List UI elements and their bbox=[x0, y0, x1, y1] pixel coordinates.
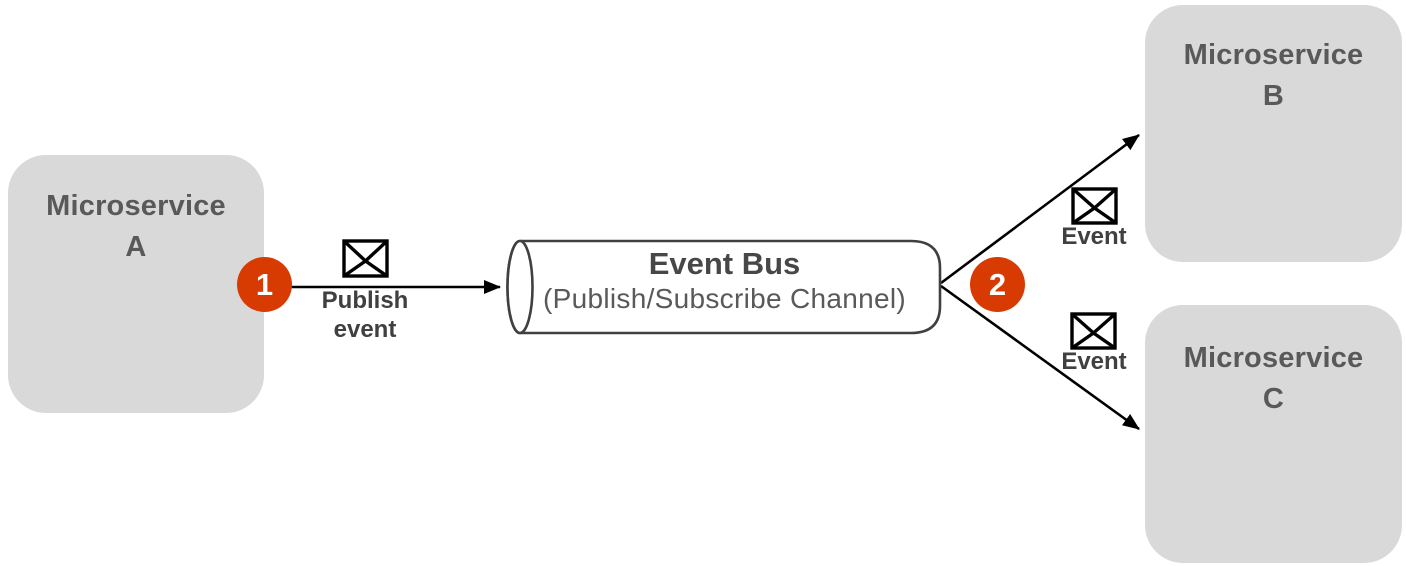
event-bus-subtitle: (Publish/Subscribe Channel) bbox=[543, 283, 906, 314]
step-badge-1-number: 1 bbox=[255, 266, 274, 302]
node-microservice-a-label: Microservice A bbox=[46, 190, 226, 263]
event-label-to-c: Event bbox=[1061, 348, 1127, 375]
envelope-icon-publish bbox=[342, 239, 389, 278]
node-microservice-b-label: Microservice B bbox=[1183, 39, 1364, 112]
node-microservice-c: Microservice C bbox=[1145, 305, 1402, 563]
event-label-to-b: Event bbox=[1061, 223, 1127, 250]
event-bus-cylinder-cap bbox=[506, 239, 534, 335]
event-bus-title: Event Bus bbox=[648, 246, 801, 281]
node-microservice-a: Microservice A bbox=[8, 155, 264, 413]
node-microservice-b: Microservice B bbox=[1145, 5, 1402, 262]
arrow-bus-to-c bbox=[940, 284, 1140, 431]
publish-event-label: Publish event bbox=[321, 287, 409, 343]
envelope-icon-event-b bbox=[1071, 187, 1118, 225]
envelope-icon-event-c bbox=[1070, 312, 1117, 350]
arrow-bus-to-b bbox=[940, 133, 1140, 285]
step-badge-1: 1 bbox=[237, 257, 292, 312]
step-badge-2: 2 bbox=[970, 257, 1025, 312]
step-badge-2-number: 2 bbox=[988, 266, 1007, 302]
event-bus-label: Event Bus (Publish/Subscribe Channel) bbox=[509, 245, 940, 316]
node-microservice-c-label: Microservice C bbox=[1183, 342, 1364, 415]
